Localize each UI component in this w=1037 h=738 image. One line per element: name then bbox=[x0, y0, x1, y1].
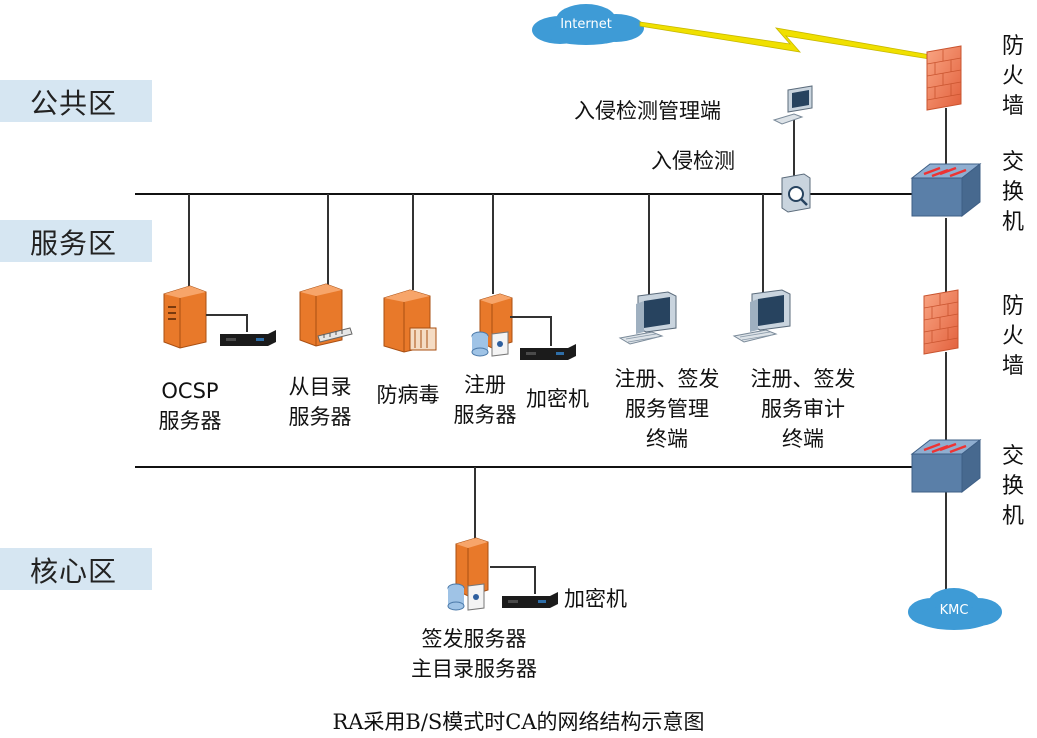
switch-mid-char-2: 换 bbox=[1001, 474, 1024, 499]
drop-directory bbox=[327, 194, 329, 286]
firewall-mid-char-3: 墙 bbox=[1001, 354, 1024, 379]
zone-service: 服务区 bbox=[0, 220, 152, 262]
zone-public: 公共区 bbox=[0, 80, 152, 122]
kmc-label: KMC bbox=[939, 603, 969, 618]
firewall-mid-char-2: 火 bbox=[1001, 324, 1024, 349]
switch-mid-label: 交 换 机 bbox=[1000, 442, 1026, 532]
trunk-switch-fw-mid bbox=[945, 218, 947, 294]
diagram-caption: RA采用B/S模式时CA的网络结构示意图 bbox=[332, 710, 705, 734]
ids-sensor-icon bbox=[781, 173, 811, 213]
trunk-fw-switch-mid bbox=[945, 352, 947, 444]
ocsp-encryptor-device-icon bbox=[220, 330, 276, 346]
registration-encryptor-device-icon bbox=[520, 344, 576, 360]
management-terminal-label: 注册、签发 服务管理 终端 bbox=[602, 364, 732, 454]
directory-server-label: 从目录 服务器 bbox=[270, 372, 370, 432]
lightning-link-icon bbox=[639, 21, 937, 61]
trunk-switch-kmc bbox=[945, 492, 947, 596]
audit-terminal-icon bbox=[732, 289, 791, 343]
drop-antivirus bbox=[412, 194, 414, 290]
drop-ids-mgmt bbox=[793, 116, 795, 178]
directory-label-line1: 从目录 bbox=[288, 375, 352, 399]
firewall-top-char-2: 火 bbox=[1001, 64, 1024, 89]
trunk-fw-switch-top bbox=[945, 108, 947, 172]
registration-server-icon bbox=[471, 293, 513, 357]
ocsp-label-line2: 服务器 bbox=[158, 409, 222, 433]
mgmt-terminal-line1: 注册、签发 bbox=[614, 367, 720, 391]
drop-mgmt-terminal bbox=[648, 194, 650, 300]
ids-sensor-label: 入侵检测 bbox=[651, 149, 735, 173]
zone-core: 核心区 bbox=[0, 548, 152, 590]
core-encryptor-device-icon bbox=[502, 592, 558, 608]
audit-terminal-line2: 服务审计 bbox=[761, 397, 845, 421]
firewall-top-label: 防 火 墙 bbox=[1000, 32, 1026, 122]
core-link-v bbox=[534, 566, 536, 594]
firewall-mid-label: 防 火 墙 bbox=[1000, 292, 1026, 382]
firewall-mid-icon bbox=[923, 289, 959, 355]
switch-top-char-2: 换 bbox=[1001, 180, 1024, 205]
antivirus-server-icon bbox=[383, 289, 437, 353]
zone-core-label: 核心区 bbox=[30, 555, 118, 588]
management-terminal-icon bbox=[618, 291, 677, 345]
drop-ocsp bbox=[188, 194, 190, 286]
registration-label-line2: 服务器 bbox=[453, 403, 517, 427]
audit-terminal-line1: 注册、签发 bbox=[750, 367, 856, 391]
encryptor-service-label: 加密机 bbox=[526, 387, 589, 411]
signing-server-icon bbox=[447, 537, 489, 611]
mgmt-terminal-line3: 终端 bbox=[646, 427, 688, 451]
drop-audit-terminal bbox=[762, 194, 764, 294]
firewall-top-char-1: 防 bbox=[1001, 34, 1024, 59]
registration-link-v bbox=[550, 316, 552, 346]
audit-terminal-label: 注册、签发 服务审计 终端 bbox=[738, 364, 868, 454]
ids-management-label: 入侵检测管理端 bbox=[574, 99, 721, 123]
switch-top-char-1: 交 bbox=[1001, 150, 1024, 175]
core-link-h bbox=[490, 566, 534, 568]
mgmt-terminal-line2: 服务管理 bbox=[625, 397, 709, 421]
internet-label: Internet bbox=[560, 17, 612, 32]
signing-label-line2: 主目录服务器 bbox=[411, 657, 537, 681]
zone-service-label: 服务区 bbox=[30, 227, 118, 260]
switch-top-icon bbox=[910, 162, 982, 218]
service-bus-line bbox=[135, 193, 955, 195]
zone-public-label: 公共区 bbox=[30, 87, 118, 120]
firewall-mid-char-1: 防 bbox=[1001, 294, 1024, 319]
signing-server-label: 签发服务器 主目录服务器 bbox=[394, 624, 554, 684]
switch-mid-char-1: 交 bbox=[1001, 444, 1024, 469]
registration-server-label: 注册 服务器 bbox=[440, 370, 530, 430]
directory-label-line2: 服务器 bbox=[288, 405, 352, 429]
registration-link-h bbox=[510, 316, 550, 318]
encryptor-core-label: 加密机 bbox=[564, 587, 627, 611]
internet-cloud-icon bbox=[532, 4, 644, 45]
switch-mid-icon bbox=[910, 438, 982, 494]
ocsp-label-line1: OCSP bbox=[161, 379, 219, 403]
switch-top-char-3: 机 bbox=[1001, 210, 1024, 235]
audit-terminal-line3: 终端 bbox=[782, 427, 824, 451]
ids-management-terminal-icon bbox=[772, 85, 813, 125]
directory-server-icon bbox=[299, 283, 353, 347]
registration-label-line1: 注册 bbox=[464, 373, 506, 397]
ocsp-server-label: OCSP 服务器 bbox=[140, 376, 240, 436]
signing-label-line1: 签发服务器 bbox=[421, 627, 527, 651]
drop-core-server bbox=[474, 467, 476, 539]
ocsp-server-icon bbox=[163, 285, 207, 349]
core-bus-line bbox=[135, 466, 955, 468]
ocsp-link-v bbox=[246, 314, 248, 332]
firewall-top-icon bbox=[926, 45, 962, 111]
drop-registration bbox=[492, 194, 494, 294]
kmc-cloud-icon bbox=[908, 588, 1002, 630]
switch-mid-char-3: 机 bbox=[1001, 504, 1024, 529]
ocsp-link-h bbox=[206, 314, 246, 316]
switch-top-label: 交 换 机 bbox=[1000, 148, 1026, 238]
antivirus-server-label: 防病毒 bbox=[376, 383, 440, 407]
firewall-top-char-3: 墙 bbox=[1001, 94, 1024, 119]
